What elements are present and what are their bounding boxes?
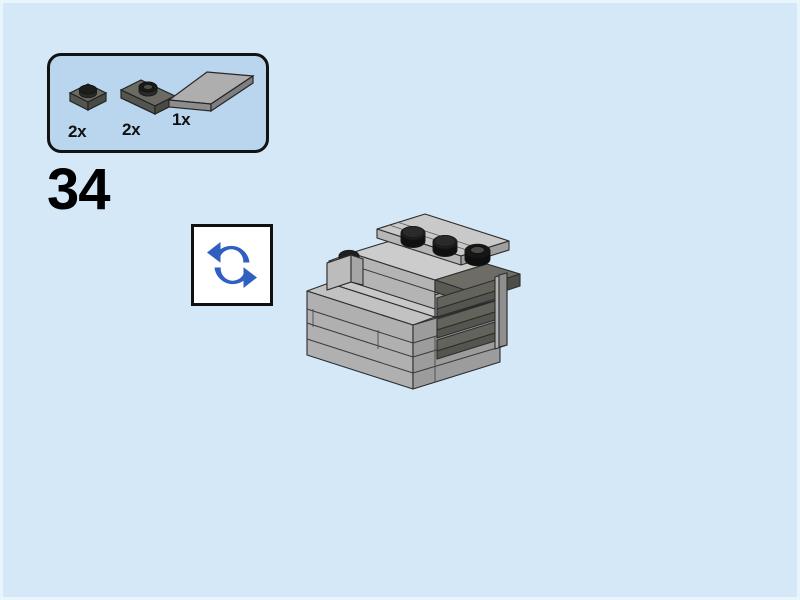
rotate-refresh-icon xyxy=(207,242,257,288)
part-item-plate-1x1: 2x xyxy=(62,76,114,141)
part-quantity-label: 2x xyxy=(68,122,87,141)
rotate-model-hint-box xyxy=(191,224,273,306)
model-svg xyxy=(306,213,521,390)
tile-1x4-icon xyxy=(167,71,255,113)
stud xyxy=(432,235,458,257)
stud xyxy=(400,226,426,248)
part-quantity-label: 1x xyxy=(172,110,191,129)
stud xyxy=(464,243,491,267)
model-illustration xyxy=(285,199,535,414)
plate-1x1-icon xyxy=(68,83,108,111)
parts-callout-box: 2x 2x xyxy=(47,53,269,153)
part-quantity-label: 2x xyxy=(122,120,141,139)
part-item-tile-1x4: 1x xyxy=(163,64,263,129)
step-number: 34 xyxy=(47,157,111,222)
